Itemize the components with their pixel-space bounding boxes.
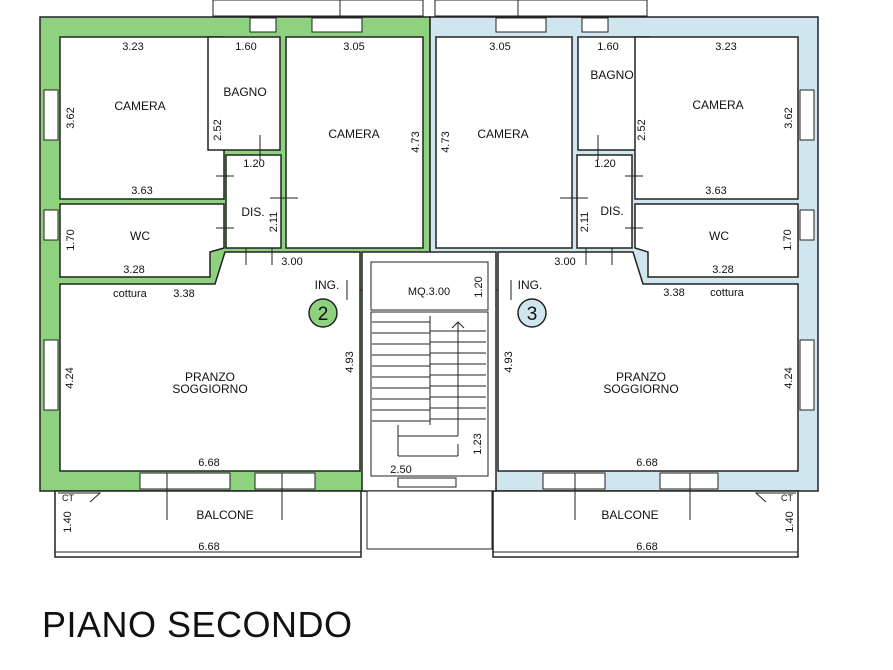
dim-right-ing-w: 3.00 xyxy=(554,256,575,268)
door-marks-left xyxy=(43,0,424,520)
dim-right-bagno-h: 2.52 xyxy=(636,119,648,140)
dim-right-camera-b-h: 4.73 xyxy=(440,131,452,152)
dim-left-wc-w: 3.28 xyxy=(123,264,144,276)
room-camera-left-a xyxy=(59,36,225,200)
stair-landing xyxy=(370,261,489,311)
label-bagno-right: BAGNO xyxy=(590,68,633,82)
label-camera-left-b: CAMERA xyxy=(328,127,379,141)
label-cottura-left: cottura xyxy=(113,288,148,300)
room-camera-right-a xyxy=(634,36,799,200)
dim-right-camera-a-w: 3.23 xyxy=(715,41,736,53)
stair-flight-dim: 1.23 xyxy=(472,433,484,454)
stair-landing-dim: 1.20 xyxy=(473,276,485,297)
label-pranzo-right: PRANZO xyxy=(616,370,666,384)
door-marks-right xyxy=(434,0,815,520)
label-ct-left: CT xyxy=(62,493,74,503)
label-dis-left: DIS. xyxy=(241,205,264,219)
unit-right-badge xyxy=(517,298,547,328)
label-cottura-right: cottura xyxy=(710,287,745,299)
unit-left-number: 2 xyxy=(318,304,329,325)
label-wc-left: WC xyxy=(130,229,150,243)
stair-area: MQ.3.00 xyxy=(408,286,450,298)
dim-right-balcone-h: 1.40 xyxy=(784,511,796,532)
label-pranzo-left: PRANZO xyxy=(185,370,235,384)
dim-right-wc-h: 1.70 xyxy=(782,229,794,250)
dim-left-pranzo-h: 4.24 xyxy=(64,367,76,388)
room-wc-right xyxy=(634,203,799,278)
room-camera-left-b xyxy=(285,36,424,249)
room-pranzo-left xyxy=(59,251,361,472)
dim-right-wc-w: 3.28 xyxy=(712,264,733,276)
stair-treads xyxy=(372,316,486,457)
dim-left-balcone-h: 1.40 xyxy=(62,511,74,532)
room-dis-left xyxy=(225,154,282,249)
dim-right-bagno-w: 1.60 xyxy=(597,41,618,53)
label-camera-right-b: CAMERA xyxy=(477,127,528,141)
room-pranzo-right xyxy=(497,251,799,472)
dim-left-cottura-w: 3.38 xyxy=(173,288,194,300)
label-ct-right: CT xyxy=(781,493,793,503)
stair-door xyxy=(397,477,457,488)
label-camera-left-a: CAMERA xyxy=(114,99,165,113)
label-bagno-left: BAGNO xyxy=(223,85,266,99)
unit-left-badge xyxy=(308,298,338,328)
label-ing-right: ING. xyxy=(518,278,543,292)
label-balcone-right: BALCONE xyxy=(601,508,658,522)
room-wc-left xyxy=(59,203,225,278)
label-dis-right: DIS. xyxy=(600,204,623,218)
label-ing-left: ING. xyxy=(315,278,340,292)
dim-left-balcone-w: 6.68 xyxy=(198,541,219,553)
dim-left-camera-a-w: 3.23 xyxy=(122,41,143,53)
dim-left-dis-h: 2.11 xyxy=(268,212,280,233)
unit-right-number: 3 xyxy=(527,304,538,325)
label-soggiorno-right: SOGGIORNO xyxy=(603,382,678,396)
dim-right-pranzo-w: 6.68 xyxy=(636,457,657,469)
dim-left-ing-w: 3.00 xyxy=(281,256,302,268)
dim-left-camera-a-bottom: 3.63 xyxy=(131,185,152,197)
stair-landing-lower xyxy=(366,490,493,550)
stair-width-dim: 2.50 xyxy=(390,464,411,476)
label-wc-right: WC xyxy=(709,229,729,243)
dim-left-camera-b-w: 3.05 xyxy=(343,41,364,53)
dim-left-soggiorno-h: 4.93 xyxy=(344,351,356,372)
stairwell: MQ.3.00 1.20 2.50 1.23 xyxy=(361,251,497,550)
dim-left-wc-h: 1.70 xyxy=(65,229,77,250)
dim-left-pranzo-w: 6.68 xyxy=(198,457,219,469)
dim-right-cottura-w: 3.38 xyxy=(663,287,684,299)
dim-right-camera-b-w: 3.05 xyxy=(489,41,510,53)
balcone-left xyxy=(54,490,362,558)
dim-left-bagno-w: 1.60 xyxy=(235,41,256,53)
dim-right-dis-w: 1.20 xyxy=(594,158,615,170)
page-title: PIANO SECONDO xyxy=(42,604,353,645)
room-bagno-left xyxy=(207,36,281,151)
label-camera-right-a: CAMERA xyxy=(692,98,743,112)
balcone-right xyxy=(492,490,799,558)
dim-right-dis-h: 2.11 xyxy=(579,212,591,233)
dim-right-camera-a-bottom: 3.63 xyxy=(705,185,726,197)
dim-right-pranzo-h: 4.24 xyxy=(783,367,795,388)
dim-right-soggiorno-h: 4.93 xyxy=(503,351,515,372)
room-camera-right-b xyxy=(435,36,573,249)
dim-right-balcone-w: 6.68 xyxy=(636,541,657,553)
unit-left: 2 CAMERA BAGNO CAMERA DIS. WC PRANZO SOG… xyxy=(39,0,431,558)
label-balcone-left: BALCONE xyxy=(196,508,253,522)
dim-right-camera-a-h: 3.62 xyxy=(783,107,795,128)
dim-left-camera-a-h: 3.62 xyxy=(65,107,77,128)
label-soggiorno-left: SOGGIORNO xyxy=(172,382,247,396)
dim-left-bagno-h: 2.52 xyxy=(212,119,224,140)
dim-left-dis-w: 1.20 xyxy=(243,158,264,170)
dim-left-camera-b-h: 4.73 xyxy=(410,131,422,152)
